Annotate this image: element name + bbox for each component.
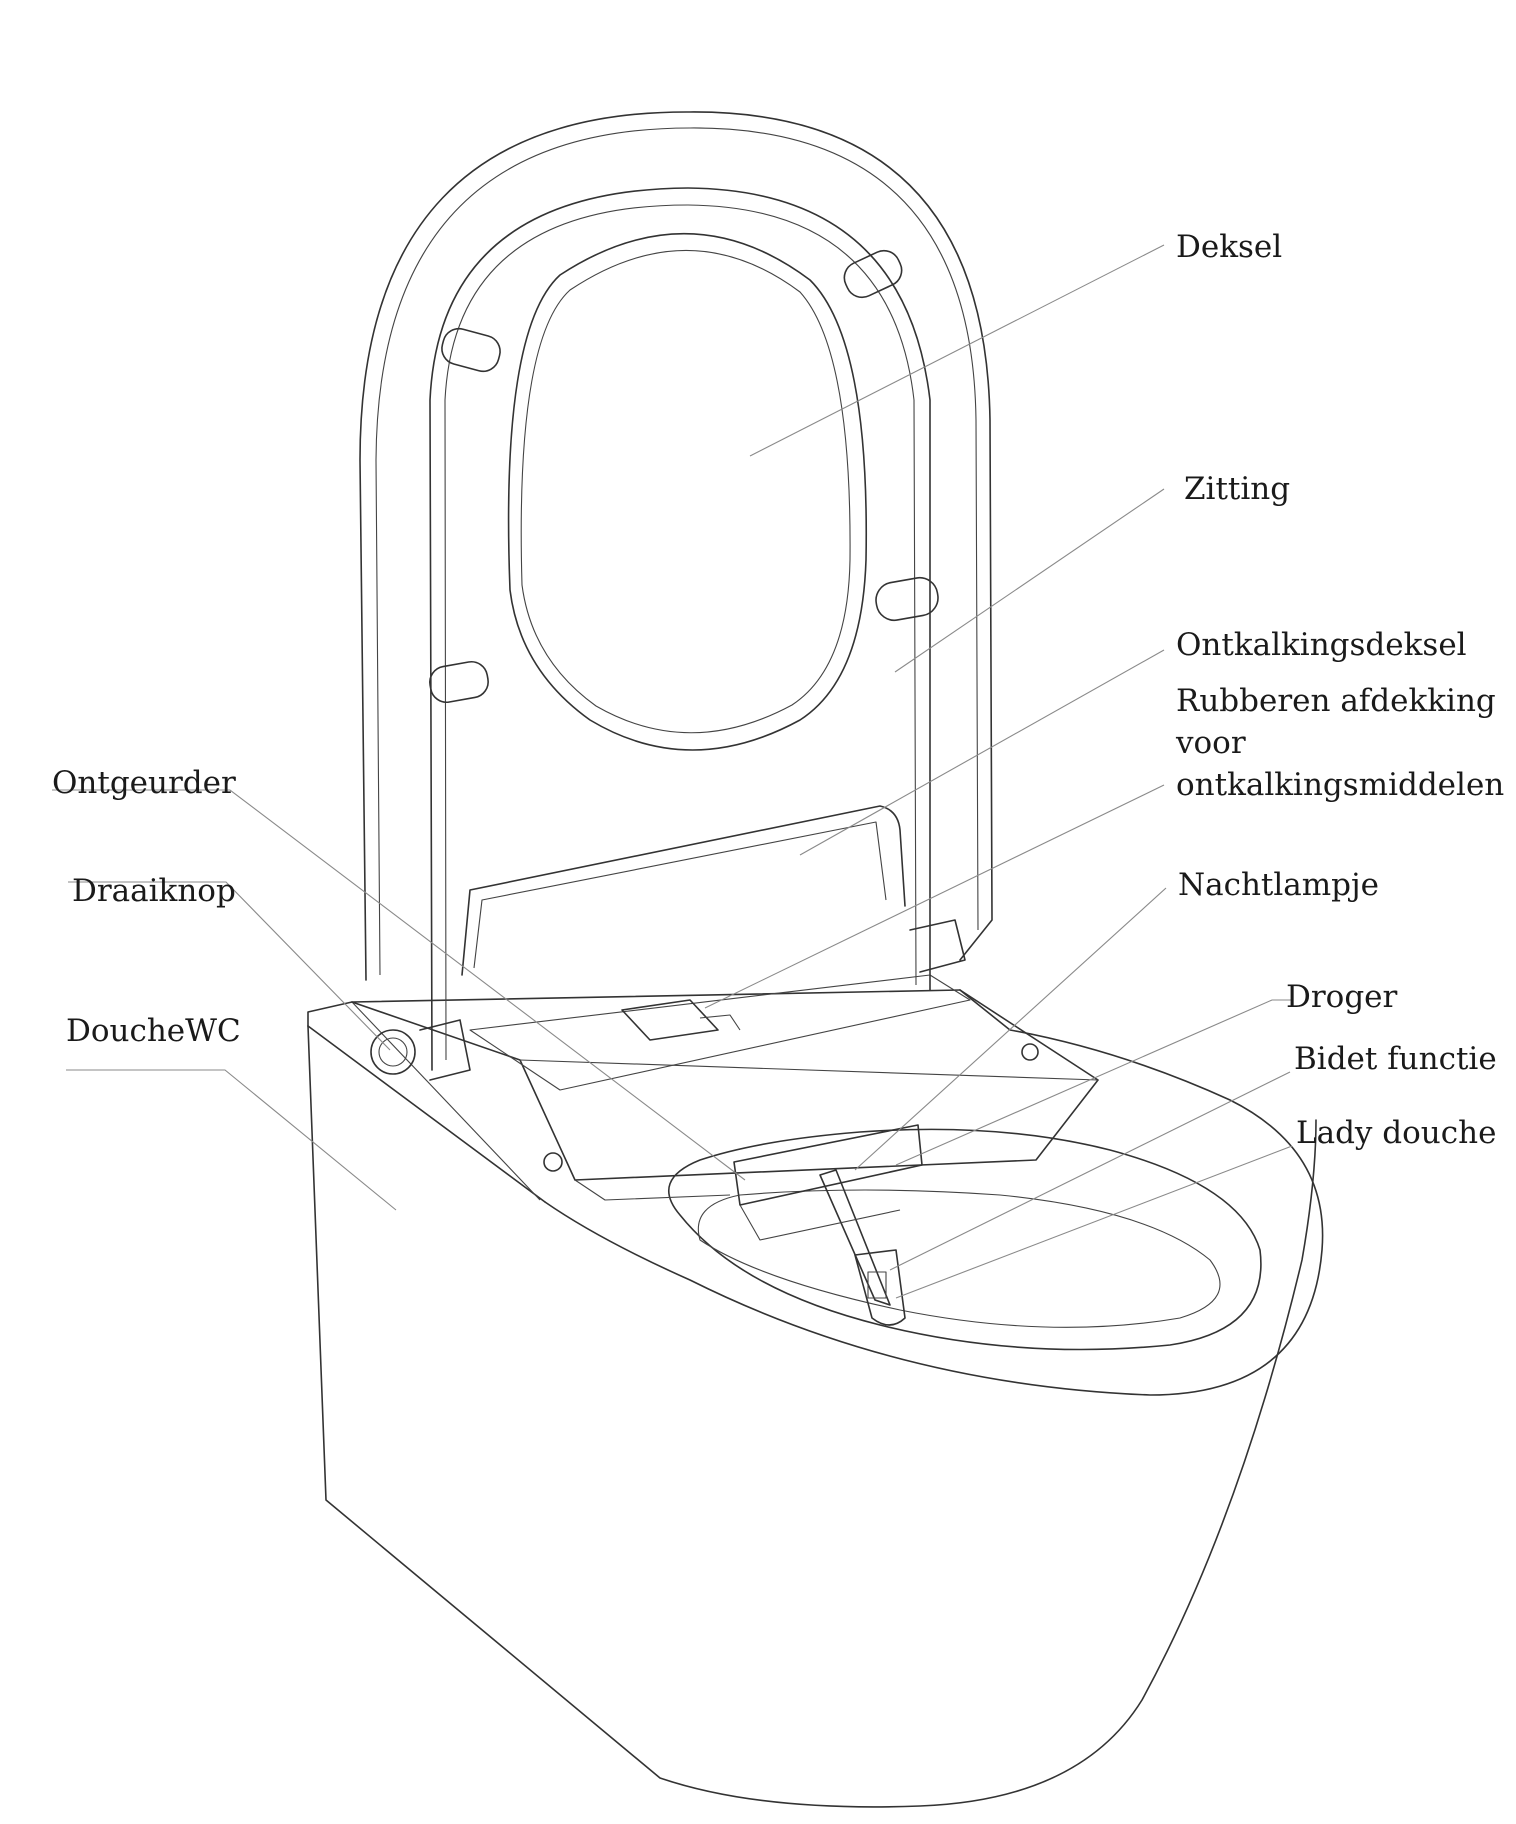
leader-lady-douche	[895, 1145, 1293, 1299]
label-draaiknop: Draaiknop	[72, 873, 236, 909]
leader-lines	[52, 244, 1293, 1299]
shower-wand	[733, 1124, 923, 1326]
label-ontkalkingsdeksel: Ontkalkingsdeksel	[1176, 627, 1467, 663]
leader-bidet	[889, 1071, 1291, 1271]
label-deksel: Deksel	[1176, 229, 1283, 265]
label-lady-douche: Lady douche	[1296, 1115, 1497, 1151]
label-douchewc: DoucheWC	[66, 1013, 241, 1049]
top-deck	[351, 974, 1099, 1201]
leader-draaiknop	[68, 881, 391, 1051]
leader-ontkalkingsdeksel	[799, 649, 1165, 856]
leader-rubberen	[704, 784, 1165, 1009]
leader-nachtlampje	[854, 887, 1167, 1171]
leader-droger	[895, 999, 1292, 1166]
leader-zitting	[894, 488, 1165, 673]
leader-douchewc	[66, 1069, 397, 1211]
label-nachtlampje: Nachtlampje	[1178, 867, 1379, 903]
seat-and-lid	[359, 111, 993, 1081]
label-ontgeurder: Ontgeurder	[52, 765, 236, 801]
leader-deksel	[749, 244, 1165, 457]
label-rubberen-line1: Rubberen afdekking	[1176, 683, 1496, 719]
label-rubberen-line3: ontkalkingsmiddelen	[1176, 767, 1505, 803]
label-droger: Droger	[1286, 979, 1398, 1015]
leader-ontgeurder	[52, 789, 746, 1181]
toilet-body	[307, 989, 1324, 1808]
label-bidet-functie: Bidet functie	[1294, 1041, 1497, 1077]
label-rubberen-line2: voor	[1176, 725, 1246, 761]
label-zitting: Zitting	[1184, 471, 1291, 507]
